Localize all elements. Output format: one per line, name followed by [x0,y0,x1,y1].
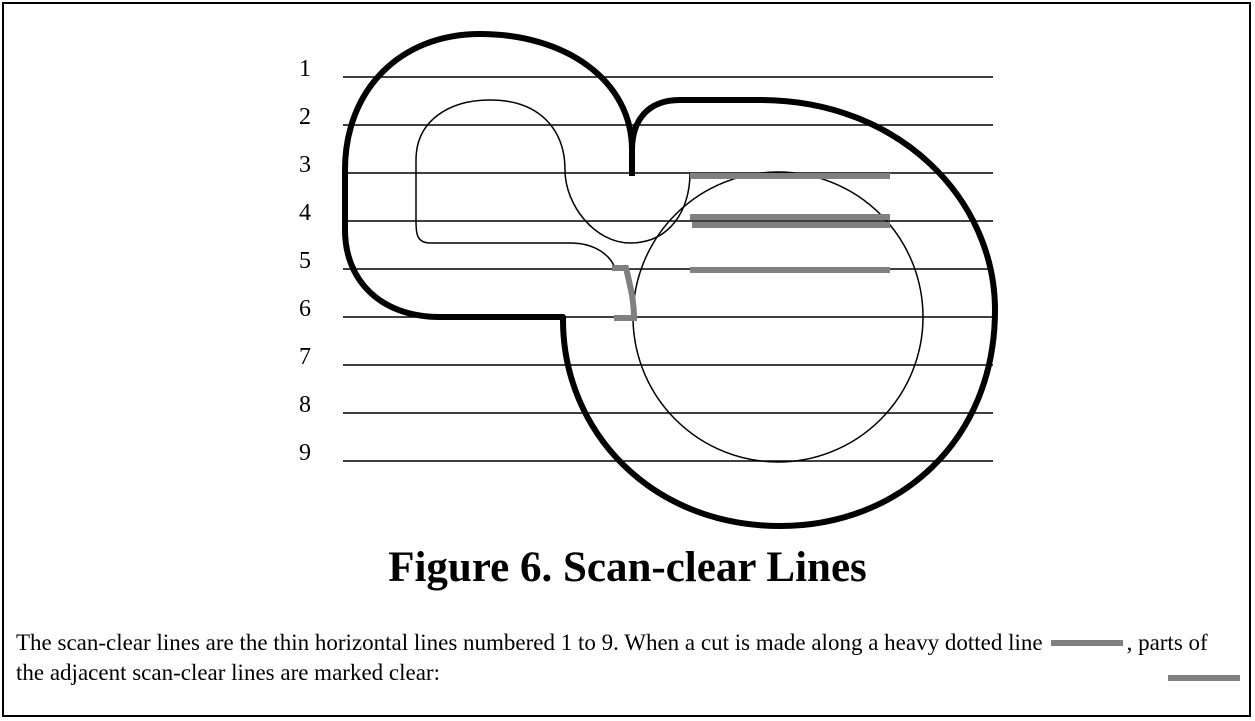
cut-mark-curve [612,265,638,321]
inner-region-bottom [430,242,616,269]
scan-line-label-4: 4 [299,200,311,226]
inner-region-outline [415,99,691,244]
scan-line-label-9: 9 [299,440,311,466]
scan-line-labels: 1 2 3 4 5 6 7 8 9 [299,56,311,466]
heavy-dotted-line-swatch [1050,639,1123,646]
scan-line-label-8: 8 [299,392,311,418]
outer-outline [342,31,998,529]
scan-line-label-2: 2 [299,104,311,130]
caption-text-part2: , parts of the adjacent scan-clear lines… [16,630,1208,685]
scan-line-label-3: 3 [299,152,311,178]
scan-line-label-6: 6 [299,296,311,322]
scan-line-label-7: 7 [299,344,311,370]
scan-line-label-5: 5 [299,248,311,274]
cleared-line-swatch [1168,675,1240,681]
scan-line-label-1: 1 [299,56,311,82]
figure-title: Figure 6. Scan-clear Lines [388,544,867,591]
scan-lines [343,76,993,462]
figure-caption: The scan-clear lines are the thin horizo… [16,628,1241,688]
caption-text-part1: The scan-clear lines are the thin horizo… [16,630,1043,655]
cut-marks [612,173,890,321]
